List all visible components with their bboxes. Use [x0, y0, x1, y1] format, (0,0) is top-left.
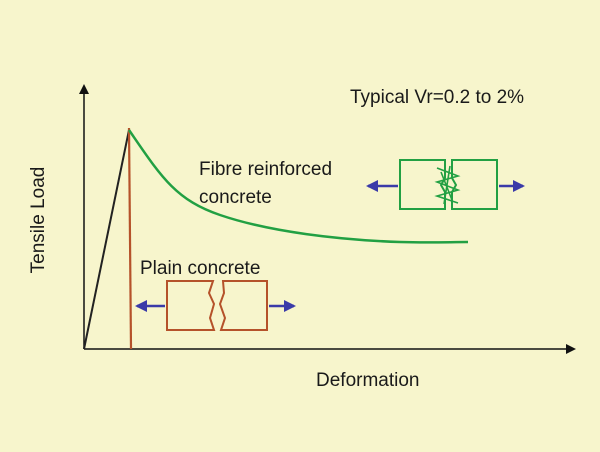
x-axis-label: Deformation — [316, 370, 420, 391]
elastic-loading-line — [83, 129, 130, 350]
plain-specimen-icon — [135, 280, 296, 331]
plain-concrete-curve — [127, 127, 133, 350]
fibre-label-line1: Fibre reinforced — [199, 159, 332, 180]
fibre-label-line2: concrete — [199, 187, 272, 208]
fibre-reinforced-curve — [127, 129, 469, 244]
plain-label: Plain concrete — [140, 258, 260, 279]
fibre-specimen-icon — [366, 159, 525, 210]
annotation-text: Typical Vr=0.2 to 2% — [350, 87, 524, 108]
y-axis-label: Tensile Load — [28, 167, 49, 274]
fibre-bridging-icon — [434, 165, 461, 205]
